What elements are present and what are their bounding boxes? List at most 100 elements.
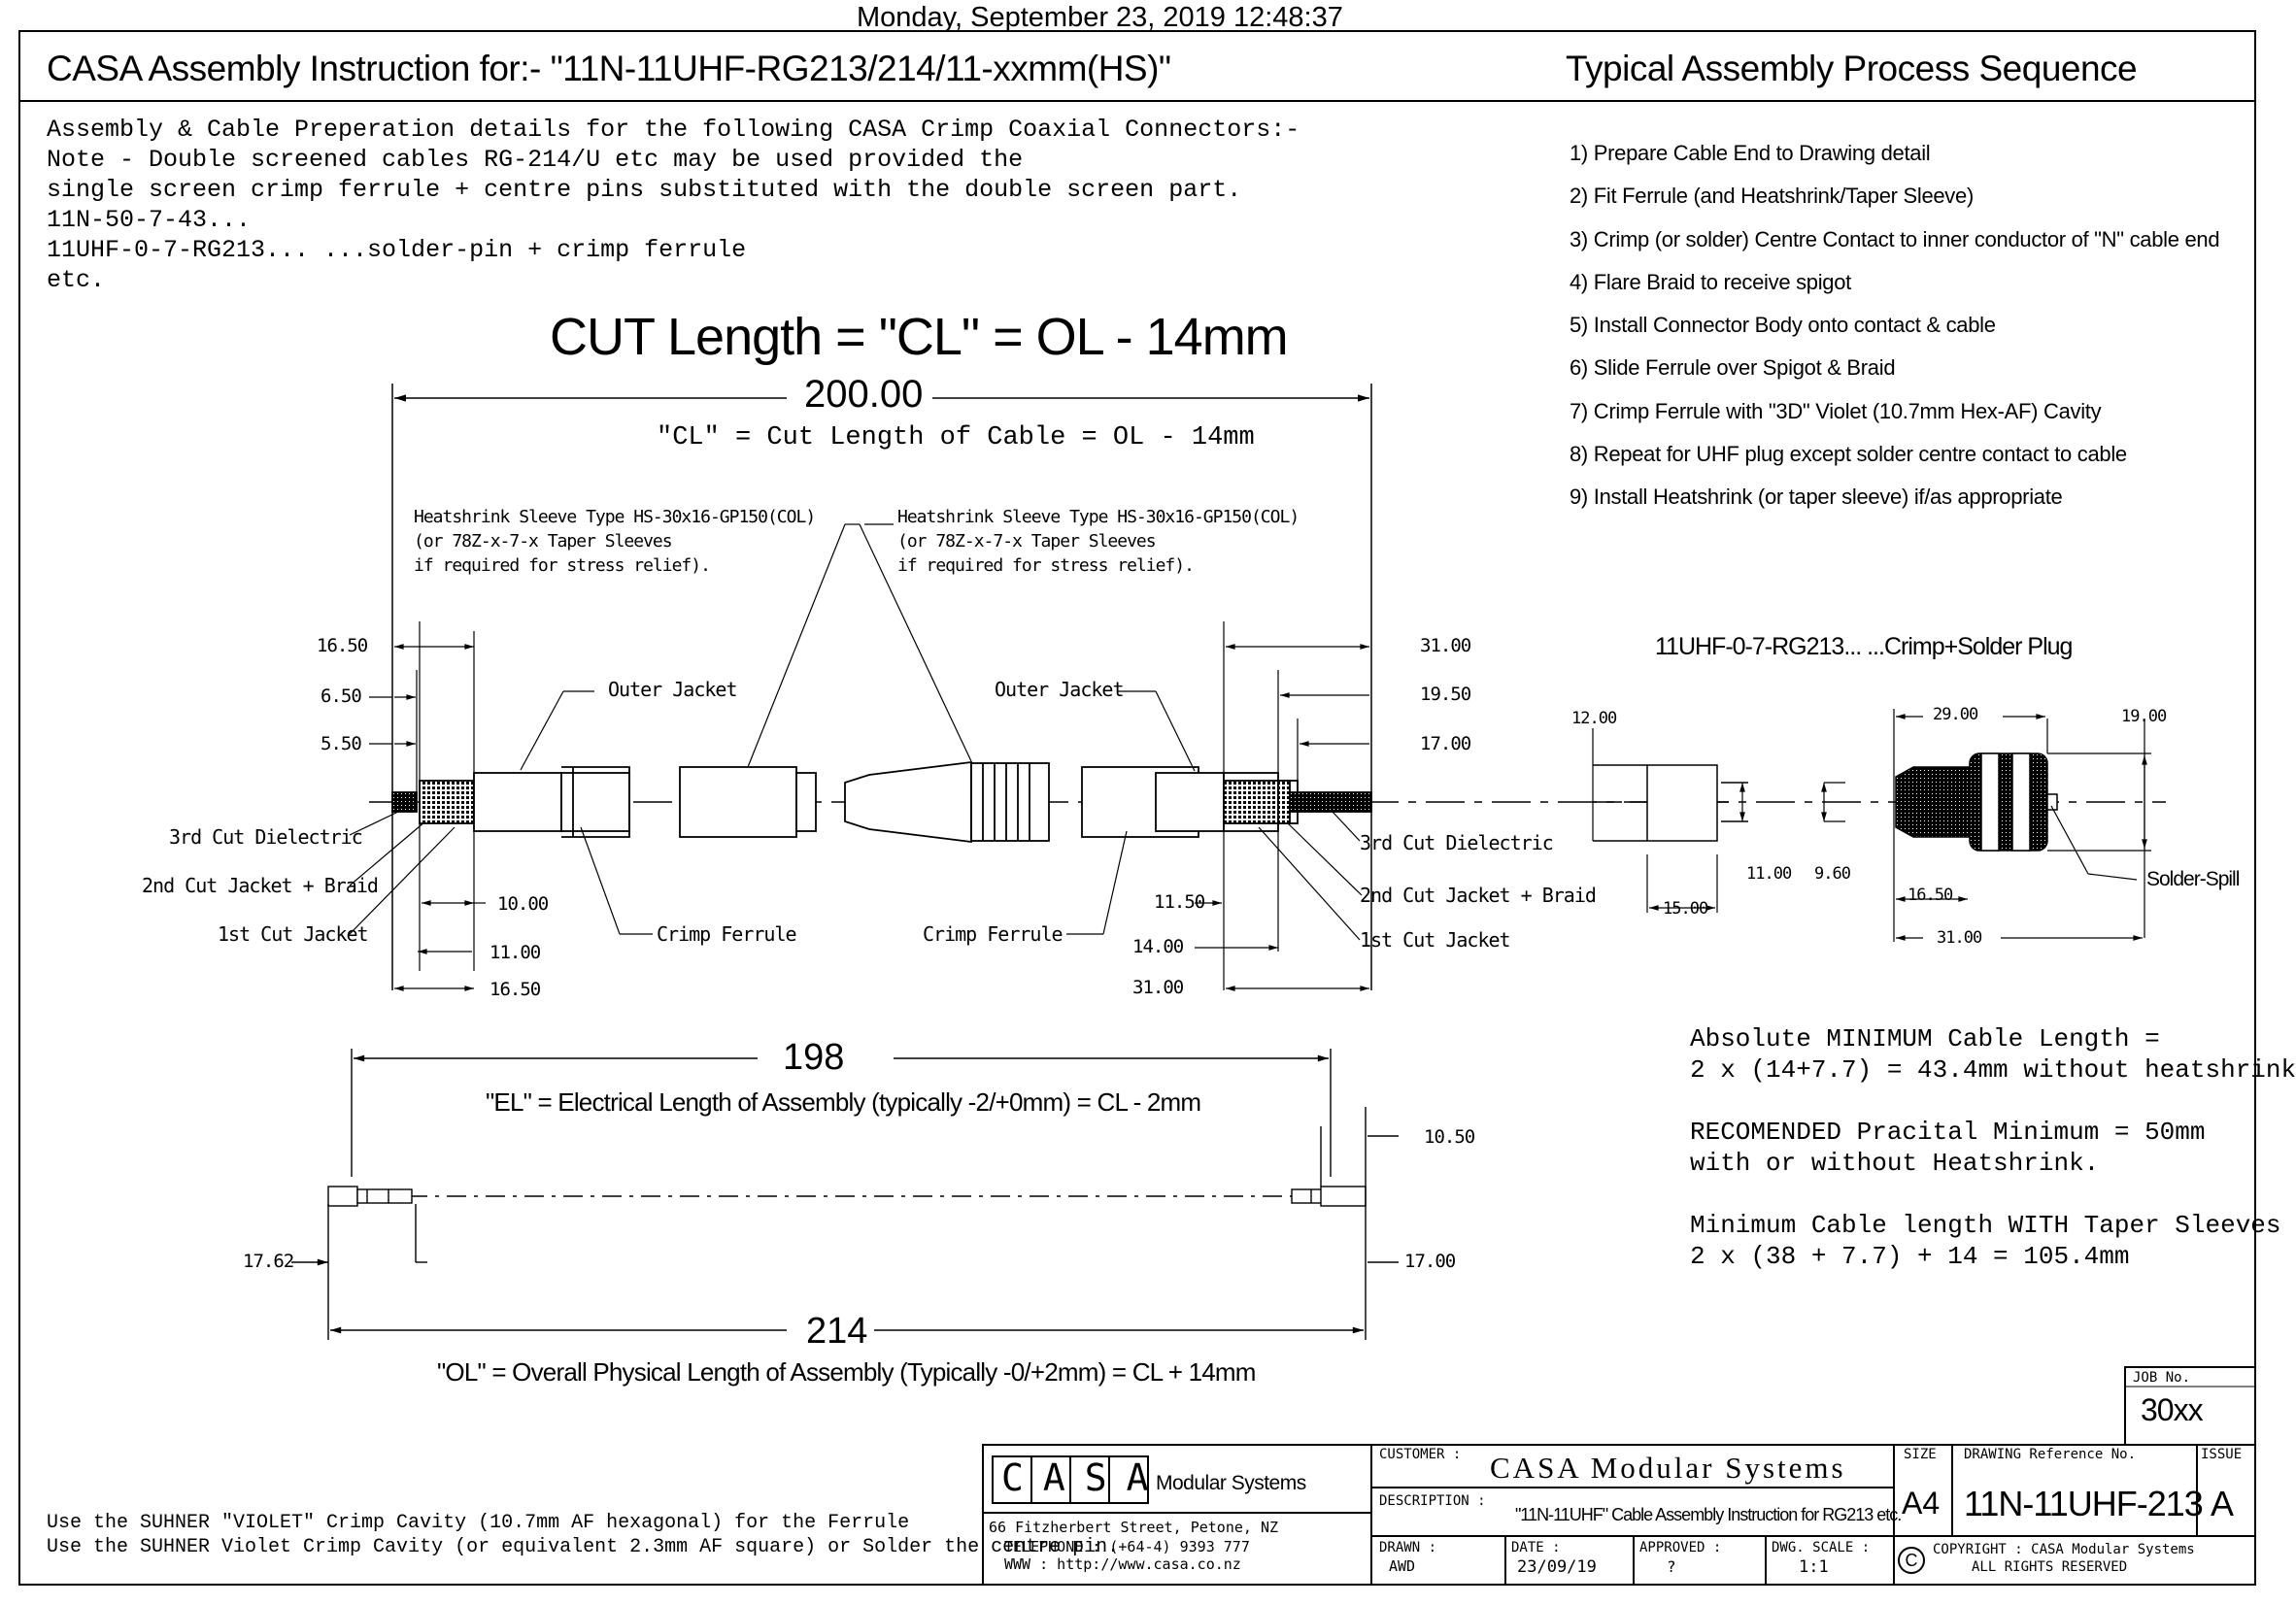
heatshrink-line: (or 78Z-x-7-x Taper Sleeves [897,531,1157,552]
dim-left-16-50-b: 16.50 [490,979,541,1000]
dim-right-11-50: 11.50 [1154,891,1205,913]
left-dim-lines [369,621,486,991]
min-note-line: 2 x (38 + 7.7) + 14 = 105.4mm [1690,1242,2130,1271]
min-note-line: Minimum Cable length WITH Taper Sleeves [1690,1211,2281,1240]
company-name: Modular Systems [1156,1472,1306,1494]
heatshrink-note-right: Heatshrink Sleeve Type HS-30x16-GP150(CO… [897,505,1300,578]
rights: ALL RIGHTS RESERVED [1972,1559,2128,1575]
label-outer-jacket-right: Outer Jacket [995,678,1124,701]
label-2nd-cut-left: 2nd Cut Jacket + Braid [142,874,379,897]
left-cable-end [391,766,817,838]
process-step: 9) Install Heatshrink (or taper sleeve) … [1570,485,2063,510]
cable-overall-dim [391,384,1372,990]
label-3rd-cut-right: 3rd Cut Dielectric [1360,831,1554,854]
heatshrink-line: if required for stress relief). [414,555,711,576]
assembly-drawing [291,1049,1399,1340]
approved: ? [1667,1557,1676,1576]
heatshrink-line: (or 78Z-x-7-x Taper Sleeves [414,531,673,552]
plug-dim-h: 31.00 [1937,928,1982,948]
approved-label: APPROVED : [1639,1540,1722,1555]
process-step: 7) Crimp Ferrule with "3D" Violet (10.7m… [1570,398,2102,423]
date-label: DATE : [1511,1540,1561,1555]
note-line: 11UHF-0-7-RG213... ...solder-pin + crimp… [47,236,747,264]
left-ferrule [561,766,630,838]
process-title: Typical Assembly Process Sequence [1566,49,2138,88]
drawing-ref-label: DRAWING Reference No. [1964,1447,2137,1462]
solder-spill-label: Solder-Spill [2146,868,2240,890]
size-label: SIZE [1904,1447,1937,1462]
plug-dim-d: 9.60 [1814,864,1851,884]
label-1st-cut-left: 1st Cut Jacket [218,922,369,946]
process-step: 8) Repeat for UHF plug except solder cen… [1570,442,2127,467]
plug-dim-b: 11.00 [1746,864,1792,884]
label-3rd-cut-left: 3rd Cut Dielectric [169,825,363,849]
plug-title: 11UHF-0-7-RG213... ...Crimp+Solder Plug [1655,633,2073,660]
heatshrink-line: Heatshrink Sleeve Type HS-30x16-GP150(CO… [897,507,1300,527]
cut-length-title: CUT Length = "CL" = OL - 14mm [550,308,1289,366]
asm-dim-17-00: 17.00 [1404,1251,1456,1272]
note-line: Assembly & Cable Preperation details for… [47,116,1300,144]
heatshrink-note-left: Heatshrink Sleeve Type HS-30x16-GP150(CO… [414,505,816,578]
crimp-note-line: Use the SUHNER "VIOLET" Crimp Cavity (10… [47,1512,910,1534]
job-no-label: JOB No. [2133,1370,2191,1386]
assembly-notes: Assembly & Cable Preperation details for… [47,115,1300,295]
svg-text:C: C [1906,1551,1918,1570]
cl-note: "CL" = Cut Length of Cable = OL - 14mm [657,423,1255,452]
label-2nd-cut-right: 2nd Cut Jacket + Braid [1360,884,1597,907]
drawn: AWD [1389,1557,1416,1575]
asm-dim-10-50: 10.50 [1424,1126,1475,1148]
dim-right-31-00-b: 31.00 [1132,977,1184,998]
copyright: COPYRIGHT : CASA Modular Systems [1933,1542,2195,1557]
process-step: 5) Install Connector Body onto contact &… [1570,313,1996,338]
size: A4 [1902,1486,1941,1521]
copyright-icon [1898,1547,1925,1574]
description-label: DESCRIPTION : [1379,1493,1486,1509]
note-line: etc. [47,266,106,294]
crimp-notes: Use the SUHNER "VIOLET" Crimp Cavity (10… [47,1511,1119,1559]
process-step: 3) Crimp (or solder) Centre Contact to i… [1570,226,2220,251]
dim-right-14-00: 14.00 [1132,936,1184,957]
address: 66 Fitzherbert Street, Petone, NZ [989,1519,1279,1536]
plug-dim-c: 15.00 [1663,899,1708,919]
timestamp: Monday, September 23, 2019 12:48:37 [857,2,1343,33]
telephone: TELEPHONE : (+64-4) 9393 777 [1004,1538,1250,1555]
plug-dim-f: 19.00 [2121,707,2167,726]
plug-dim-a: 12.00 [1571,709,1617,728]
page-title: CASA Assembly Instruction for:- "11N-11U… [47,49,1171,88]
job-no: 30xx [2141,1392,2204,1427]
crimp-note-line: Use the SUHNER Violet Crimp Cavity (or e… [47,1536,1120,1558]
process-step: 6) Slide Ferrule over Spigot & Braid [1570,355,1896,381]
right-taper-sleeve [844,760,1050,844]
min-note-line: 2 x (14+7.7) = 43.4mm without heatshrink [1690,1055,2296,1085]
min-note-line: with or without Heatshrink. [1690,1149,2100,1178]
process-step: 2) Fit Ferrule (and Heatshrink/Taper Sle… [1570,184,1974,209]
dim-left-11-00: 11.00 [490,942,541,963]
right-cable-end [1081,766,1372,838]
heatshrink-line: Heatshrink Sleeve Type HS-30x16-GP150(CO… [414,507,816,527]
title-block [982,1366,2256,1586]
el-dim-label: 198 [783,1037,845,1078]
el-note: "EL" = Electrical Length of Assembly (ty… [486,1087,1201,1117]
description: "11N-11UHF" Cable Assembly Instruction f… [1515,1505,1902,1524]
note-line: 11N-50-7-43... [47,206,252,234]
ol-note: "OL" = Overall Physical Length of Assemb… [437,1357,1256,1387]
date: 23/09/19 [1517,1557,1597,1577]
heatshrink-line: if required for stress relief). [897,555,1195,576]
process-steps: 1) Prepare Cable End to Drawing detail 2… [1570,132,2220,519]
label-crimp-ferrule-right: Crimp Ferrule [923,922,1064,946]
website: WWW : http://www.casa.co.nz [1004,1555,1241,1573]
scale: 1:1 [1799,1557,1829,1577]
min-length-notes: Absolute MINIMUM Cable Length = 2 x (14+… [1690,1023,2296,1272]
customer: CASA Modular Systems [1490,1451,1846,1485]
drawn-label: DRAWN : [1379,1540,1437,1555]
ol-dim-label: 214 [806,1311,868,1352]
label-1st-cut-right: 1st Cut Jacket [1360,928,1511,952]
customer-label: CUSTOMER : [1379,1447,1462,1462]
dim-right-17-00: 17.00 [1420,733,1471,754]
plug-dim-g: 16.50 [1908,886,1953,905]
dim-left-10-00: 10.00 [497,893,549,915]
asm-dim-17-62: 17.62 [243,1251,294,1272]
min-note-line: Absolute MINIMUM Cable Length = [1690,1024,2160,1053]
total-dim-label: 200.00 [804,373,924,416]
